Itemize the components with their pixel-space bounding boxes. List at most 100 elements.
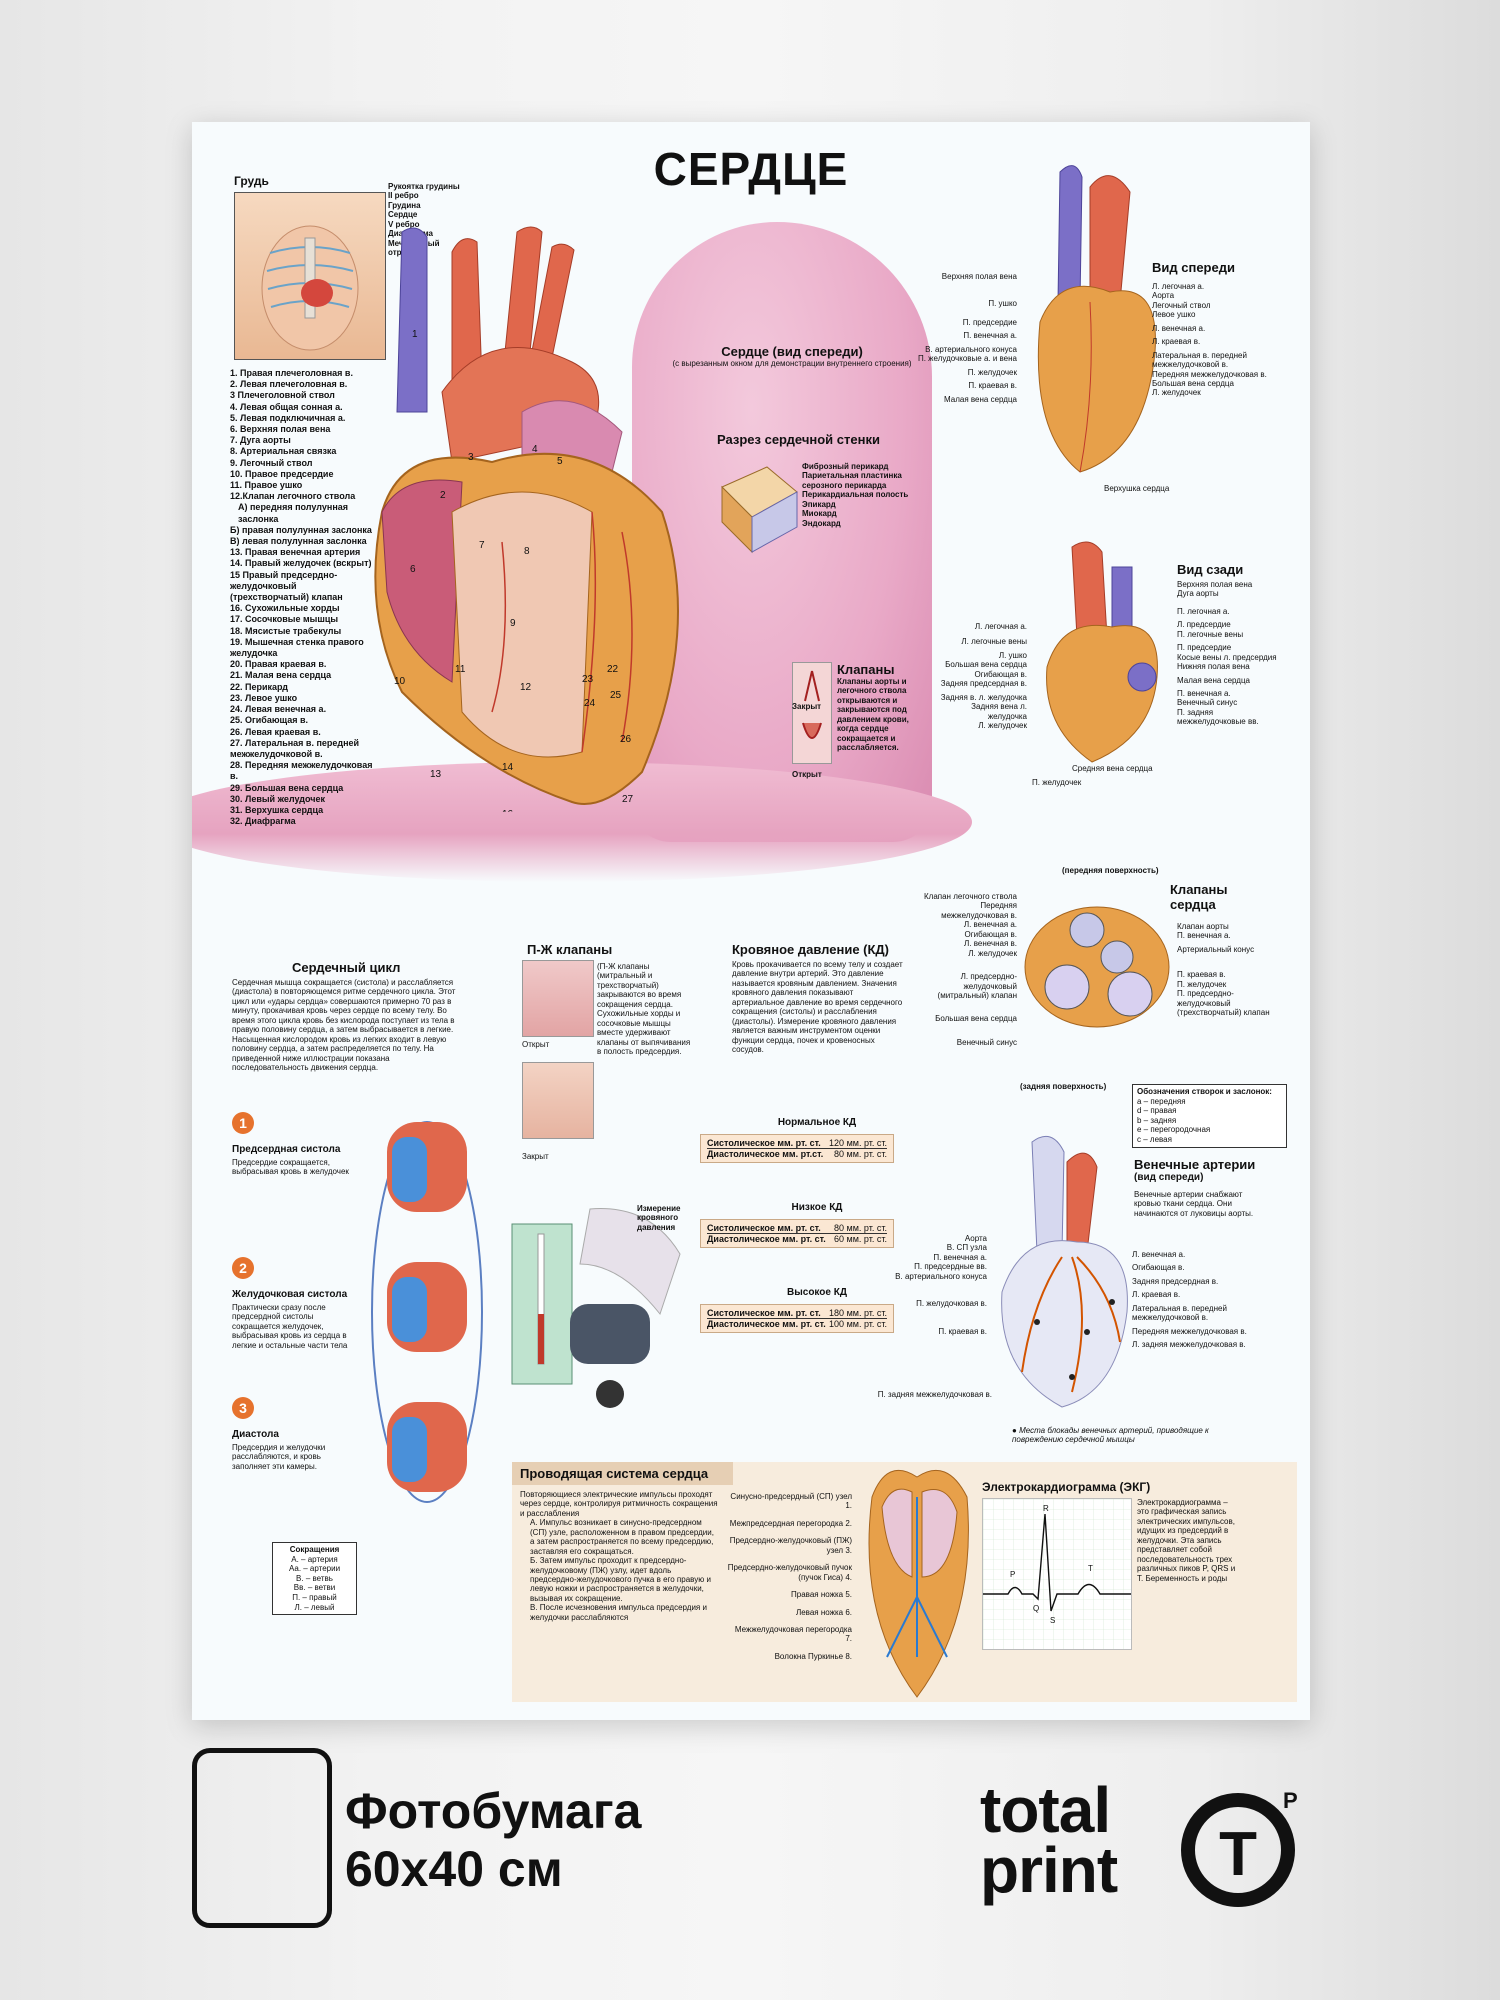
heart-number: 6 (410, 564, 416, 575)
heart-number: 22 (607, 664, 619, 675)
heart-number: 27 (622, 794, 634, 805)
conduction-label: Синусно-предсердный (СП) узел 1. (730, 1492, 852, 1511)
valves-right-labels: Клапан аорты П. венечная а. Артериальный… (1177, 922, 1272, 1018)
front-view-label: Л. краевая в. (1152, 337, 1201, 347)
front-view-label: П. желудочек (967, 367, 1017, 377)
valve-closed-label: Закрыт (792, 702, 822, 711)
chest-part: II ребро (388, 191, 419, 201)
wall-label: Париетальная пластинка серозного перикар… (802, 471, 902, 490)
bp-group-box: Систолическое мм. рт. ст. 180 мм. рт. ст… (700, 1304, 894, 1333)
coronary-label: Л. задняя межжелудочковая в. (1132, 1340, 1246, 1350)
heart-number: 11 (455, 664, 466, 675)
valves-small-images (792, 662, 832, 764)
valves-label: П. краевая в. (1177, 970, 1226, 980)
valves-label: Артериальный конус (1177, 944, 1255, 954)
coronary-label: П. желудочковая в. (916, 1299, 987, 1309)
paper-info: Фотобумага 60х40 см (345, 1782, 641, 1898)
valves-label: Л. венечная а. (963, 920, 1017, 930)
back-view-label: П. задняя межжелудочковые вв. (1177, 707, 1259, 727)
front-view-right-labels: Л. легочная а. Аорта Легочный ствол Лево… (1152, 282, 1270, 398)
cycle-title: Сердечный цикл (292, 960, 401, 975)
front-view-label: Передняя межжелудочковая в. (1152, 369, 1267, 379)
legend-item: 20. Правая краевая в. (230, 659, 327, 670)
bp-group-box: Систолическое мм. рт. ст. 80 мм. рт. ст.… (700, 1219, 894, 1248)
legend-item: 14. Правый желудочек (вскрыт) (230, 558, 372, 569)
back-view-label: П. желудочек (1032, 778, 1082, 787)
legend-item: 4. Левая общая сонная а. (230, 401, 343, 412)
front-cut-caption: Сердце (вид спереди) (с вырезанным окном… (672, 344, 912, 368)
legend-item: 26. Левая краевая в. (230, 726, 321, 737)
wall-labels: Фиброзный перикард Париетальная пластинк… (802, 462, 922, 528)
heart-number: 12 (520, 682, 532, 693)
coronary-label: В. артериального конуса (895, 1271, 987, 1281)
heart-number: 24 (584, 698, 596, 709)
pzh-open-image (522, 960, 594, 1037)
front-view-label: Л. венечная а. (1152, 323, 1206, 333)
cycle-step-number: 2 (232, 1257, 254, 1279)
valves-small-title: Клапаны (837, 662, 895, 677)
valves-label: Л. венечная в. (964, 939, 1017, 949)
bp-sys-label: Систолическое мм. рт. ст. (707, 1308, 821, 1318)
back-view-label: П. легочные вены (1177, 629, 1244, 639)
conduction-label: Предсердно-желудочковый (ПЖ) узел 3. (729, 1536, 852, 1555)
chest-label: Грудь (234, 174, 269, 188)
valves-label: Л. желудочек (968, 948, 1017, 958)
logo-mark: P (1283, 1788, 1298, 1813)
cycle-abbr-item: Л. – левый (294, 1602, 335, 1612)
bp-dia-label: Диастолическое мм. рт. ст. (707, 1234, 826, 1244)
back-view-label: Л. легочные вены (961, 637, 1027, 647)
back-view-label: Огибающая в. (974, 669, 1027, 679)
valves-abbr-item: e – перегородочная (1137, 1125, 1211, 1135)
bp-measure-label: Измерение кровяного давления (637, 1204, 681, 1232)
front-view-label: П. краевая в. (968, 381, 1017, 391)
heart-number: 3 (468, 452, 474, 463)
bp-dia-label: Диастолическое мм. рт.ст. (707, 1149, 824, 1159)
legend-item: 32. Диафрагма (230, 816, 296, 827)
chest-illustration (261, 225, 359, 351)
heart-number: 1 (412, 329, 418, 340)
back-view-label: Малая вена сердца (1177, 675, 1250, 685)
heart-number: 14 (502, 762, 514, 773)
legend-item: 11. Правое ушко (230, 480, 303, 491)
conduction-labels: Синусно-предсердный (СП) узел 1. Межпред… (727, 1492, 852, 1661)
logo-letter: T (1219, 1820, 1257, 1889)
back-view-label: Л. желудочек (978, 720, 1027, 730)
bp-dia-value: 80 мм. рт. ст. (834, 1149, 887, 1159)
legend-item: 5. Левая подключичная а. (230, 412, 346, 423)
brand-line: print (980, 1834, 1118, 1906)
cycle-abbr-item: Вв. – ветви (293, 1583, 336, 1593)
front-view-label: П. желудочковые а. и вена (917, 354, 1017, 364)
legend-item: 17. Сосочковые мышцы (230, 614, 339, 625)
conduction-panel: Проводящая система сердца Повторяющиеся … (512, 1462, 1297, 1702)
coronary-label: Задняя предсердная в. (1132, 1276, 1219, 1286)
cycle-step-title: Диастола (232, 1429, 279, 1440)
cycle-illustration (371, 1121, 483, 1503)
ecg-title: Электрокардиограмма (ЭКГ) (982, 1480, 1151, 1494)
legend-item: 19. Мышечная стенка правого желудочка (230, 636, 364, 659)
main-heart-illustration: 1 2 3 4 5 6 7 8 9 10 11 12 13 14 15 16 1… (374, 226, 679, 812)
back-view-label: Средняя вена сердца (1072, 764, 1153, 773)
coronary-label: П. предсердные вв. (914, 1262, 987, 1272)
bp-sys-label: Систолическое мм. рт. ст. (707, 1223, 821, 1233)
wall-label: Миокард (802, 509, 837, 519)
cycle-abbr-item: П. – правый (292, 1592, 337, 1602)
bp-dia-value: 100 мм. рт. ст. (829, 1319, 887, 1329)
front-view-label: Малая вена сердца (944, 394, 1017, 404)
valves-abbr-item: b – задняя (1137, 1115, 1177, 1125)
chest-part: Рукоятка грудины (388, 182, 460, 191)
legend-item: 31. Верхушка сердца (230, 804, 324, 815)
ecg-wave-label: S (1050, 1616, 1055, 1625)
heart-number: 9 (510, 618, 516, 629)
heart-number-labels: 1 2 3 4 5 6 7 8 9 10 11 12 13 14 15 16 1… (394, 329, 634, 812)
conduction-title: Проводящая система сердца (512, 1462, 733, 1485)
back-view-label: Задняя в. л. желудочка (940, 692, 1027, 702)
wall-label: Эндокард (802, 518, 841, 528)
bp-title: Кровяное давление (КД) (732, 942, 890, 957)
bp-group-title: Высокое КД (787, 1287, 847, 1298)
valves-label: П. предсердно-желудочковый (трехстворчат… (1177, 989, 1270, 1018)
legend-item: 3 Плечеголовной ствол (230, 390, 335, 401)
legend-item: 10. Правое предсердие (230, 468, 334, 479)
ecg-wave-label: Q (1033, 1604, 1039, 1613)
conduction-label: Правая ножка 5. (791, 1590, 852, 1600)
bp-group-title: Нормальное КД (777, 1117, 857, 1128)
